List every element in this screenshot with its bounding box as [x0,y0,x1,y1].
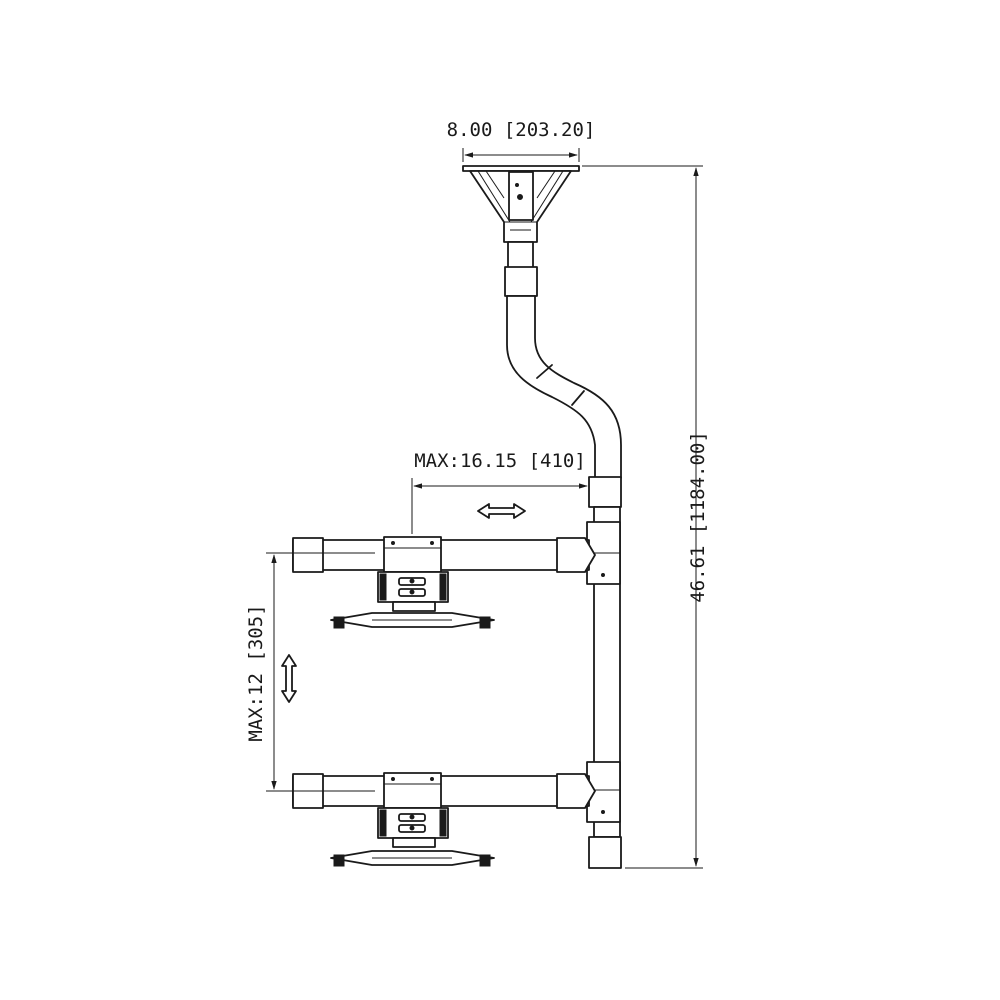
plate-width-label: 8.00 [203.20] [447,119,596,141]
horizontal-adjust-arrow [477,503,526,519]
overall-height-label: 46.61 [1184.00] [687,431,709,603]
arm-reach-label: MAX:16.15 [410] [414,450,586,472]
arm-reach-dimension: MAX:16.15 [410] [411,450,588,534]
upper-projector-bracket [330,571,495,629]
overall-height-dimension: 46.61 [1184.00] [582,165,709,869]
vertical-adjust-label: MAX:12 [305] [245,604,267,741]
vertical-adjust-dimension: MAX:12 [305] [245,552,375,792]
upper-cross-arm [292,536,596,573]
ceiling-plate [462,165,580,243]
lower-projector-bracket [330,807,495,867]
vertical-adjust-arrow [281,654,297,703]
curved-extension-pole [504,241,622,479]
vertical-pole [586,476,622,869]
plate-width-dimension: 8.00 [203.20] [447,119,596,162]
